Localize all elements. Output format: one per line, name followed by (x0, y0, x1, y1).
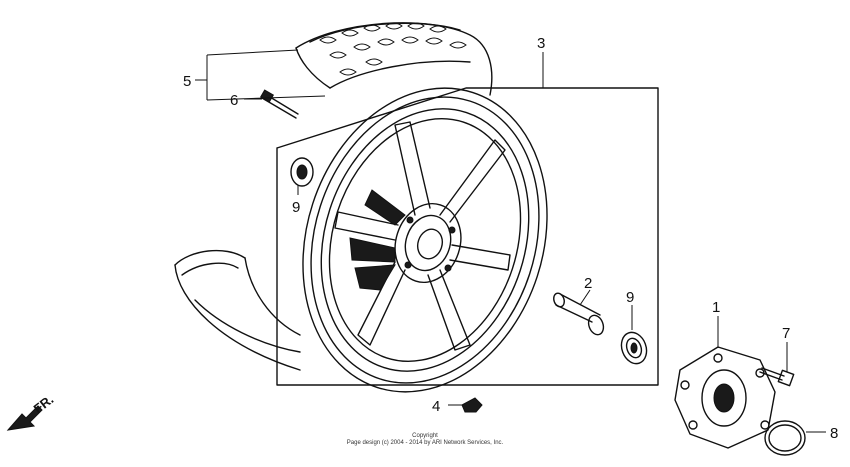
o-ring (764, 420, 806, 456)
collar (553, 292, 605, 336)
front-direction-marker: FR. (6, 392, 56, 431)
tire-upper (295, 22, 493, 96)
front-arrow-icon (6, 405, 43, 431)
tire-lower (174, 249, 301, 371)
callout-3: 3 (537, 35, 545, 52)
callout-4: 4 (432, 398, 440, 415)
callout-5: 5 (183, 73, 191, 90)
copyright-line-1: Copyright (412, 433, 438, 439)
bearing-right (620, 331, 648, 365)
callout-1: 1 (712, 299, 720, 316)
leader-lines (195, 49, 826, 433)
callout-8: 8 (830, 425, 838, 442)
callout-6: 6 (230, 92, 238, 109)
bearing-left (290, 157, 314, 187)
driven-flange (674, 346, 776, 449)
wheel-spokes (334, 121, 511, 351)
wheel-spoke-shading (349, 189, 406, 291)
copyright-line-2: Page design (c) 2004 - 2014 by ARI Netwo… (347, 440, 504, 446)
valve-stem (259, 89, 299, 119)
callout-9-left: 9 (292, 199, 300, 216)
balance-weight (461, 397, 483, 413)
callout-7: 7 (782, 325, 790, 342)
callout-2: 2 (584, 275, 592, 292)
wheel-hub (394, 202, 462, 284)
callout-9-right: 9 (626, 289, 634, 306)
flange-bolt (759, 367, 795, 387)
wheel-rim (302, 87, 548, 393)
